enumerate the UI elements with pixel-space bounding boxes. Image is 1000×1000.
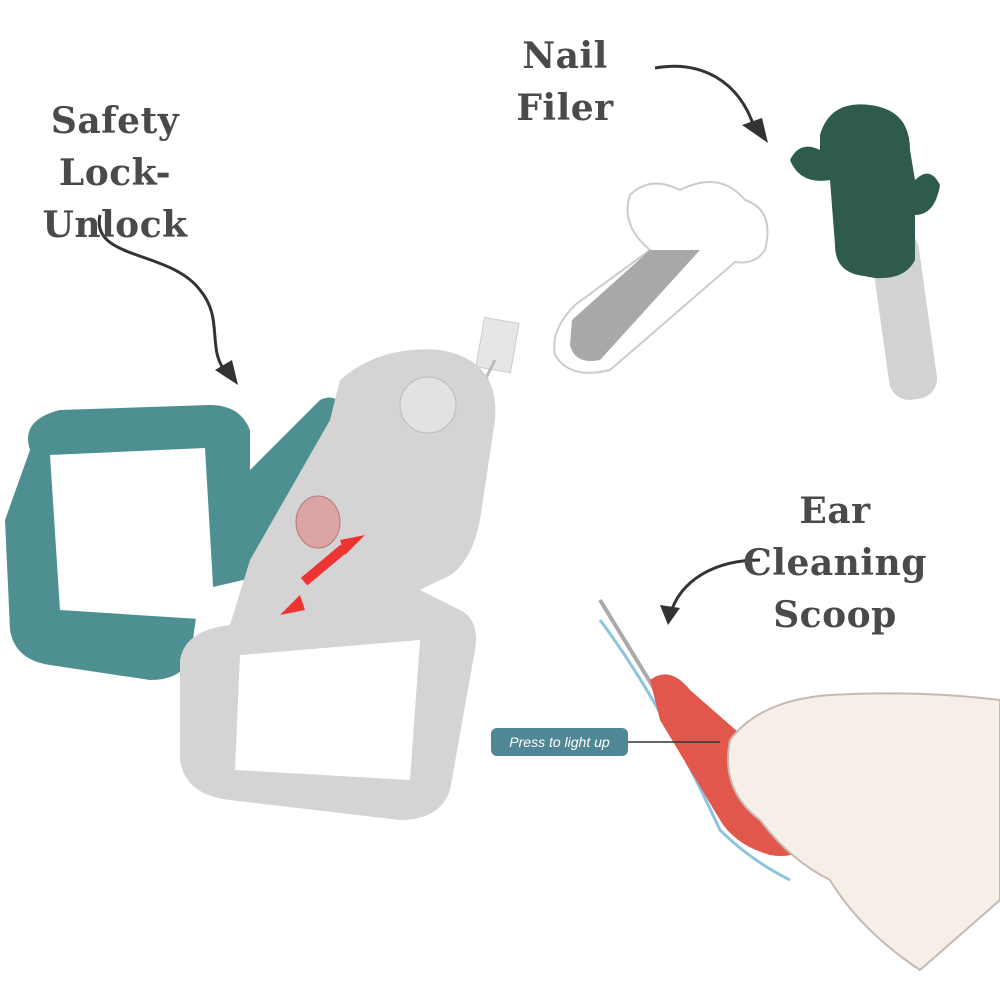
label-nail-filer: Nail Filer [516, 35, 614, 129]
label-line: Lock-Unlock [42, 152, 188, 246]
nail-filer-cactus [790, 104, 940, 400]
hand [727, 692, 1000, 972]
arrow-safety [97, 214, 230, 377]
nail-clipper [5, 316, 520, 820]
label-safety-lock: Safety Lock-Unlock [0, 95, 230, 251]
arrow-ear [668, 558, 761, 616]
label-ear-scoop: Ear Cleaning Scoop [715, 485, 955, 641]
clipper-pivot [399, 376, 457, 434]
double-arrow-icon [280, 535, 365, 615]
arrow-nail [654, 64, 757, 131]
label-line: Safety [50, 100, 180, 142]
nail-filer-white [553, 181, 769, 374]
arrow-heads [215, 118, 768, 625]
safety-lock-button [295, 495, 341, 549]
annotation-arrows [97, 64, 761, 616]
press-to-light-tag: Press to light up [491, 728, 628, 756]
label-line: Scoop [773, 594, 897, 636]
label-line: Ear Cleaning [743, 490, 927, 584]
